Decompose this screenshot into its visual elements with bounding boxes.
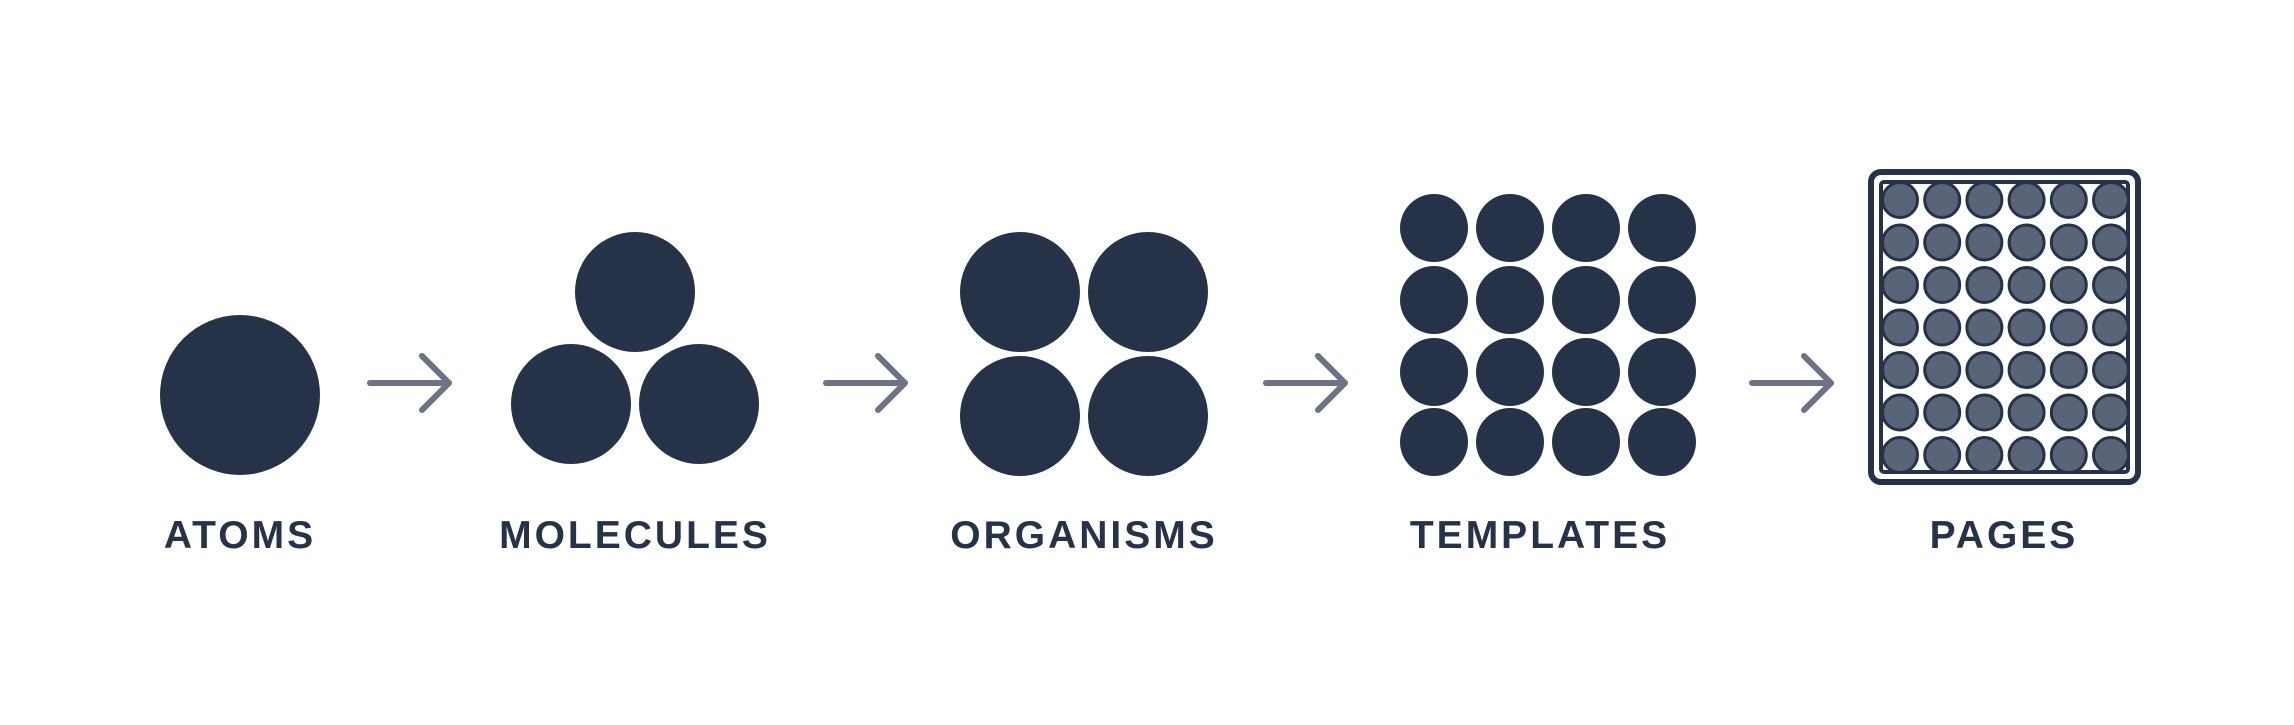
page-circle [2007, 393, 2046, 432]
template-circle [1628, 408, 1696, 476]
template-circle [1628, 266, 1696, 334]
page-circle [1965, 393, 2004, 432]
organism-circle [1088, 356, 1208, 476]
organism-circle [1088, 232, 1208, 352]
templates-illustration [1400, 194, 1696, 476]
arrow-right-icon [823, 353, 908, 413]
template-circle [1400, 194, 1468, 262]
page-circle [2092, 181, 2130, 219]
template-circle [1476, 408, 1544, 476]
template-circle [1476, 338, 1544, 406]
page-circle [1965, 181, 2004, 219]
page-circle [2007, 351, 2046, 389]
organisms-illustration [960, 232, 1208, 476]
page-circle [1923, 351, 1962, 389]
template-circle [1400, 266, 1468, 334]
stage-label-molecules: MOLECULES [499, 514, 771, 557]
molecule-circle-right [639, 344, 759, 464]
page-circle [1923, 308, 1962, 347]
page-circle [2049, 351, 2088, 389]
page-circle [2092, 393, 2130, 432]
stage-label-atoms: ATOMS [163, 514, 317, 557]
template-circle [1628, 194, 1696, 262]
page-circle [1965, 308, 2004, 347]
stage-label-templates: TEMPLATES [1409, 514, 1671, 557]
page-circle [1881, 308, 1919, 347]
page-circle [1881, 181, 1919, 219]
page-circle [1923, 436, 1962, 474]
template-circle [1552, 194, 1620, 262]
arrow-right-icon [1749, 353, 1834, 413]
template-circle [1628, 338, 1696, 406]
stage-label-organisms: ORGANISMS [950, 514, 1218, 557]
page-circle [1965, 266, 2004, 304]
page-circle [2007, 308, 2046, 347]
template-circle [1552, 266, 1620, 334]
arrow-right-icon [1263, 353, 1348, 413]
template-circle [1400, 338, 1468, 406]
page-circle [2092, 436, 2130, 474]
page-circle [1881, 436, 1919, 474]
page-circle [1923, 266, 1962, 304]
page-circle [1965, 351, 2004, 389]
page-circle [2092, 308, 2130, 347]
page-circle [2049, 393, 2088, 432]
page-circle [2007, 266, 2046, 304]
template-circle [1400, 408, 1468, 476]
page-circle [2007, 436, 2046, 474]
atom-circle [160, 315, 320, 475]
page-circle [2092, 266, 2130, 304]
page-circle [1881, 393, 1919, 432]
page-circle [2007, 223, 2046, 262]
molecule-circle-left [511, 344, 631, 464]
page-circle [1923, 393, 1962, 432]
molecules-illustration [511, 232, 759, 464]
template-circle [1552, 338, 1620, 406]
organism-circle [960, 232, 1080, 352]
page-circle [2092, 223, 2130, 262]
page-circle [2049, 223, 2088, 262]
stage-label-pages: PAGES [1929, 514, 2079, 557]
template-circle [1476, 266, 1544, 334]
page-circle [1965, 436, 2004, 474]
page-circle [1881, 266, 1919, 304]
page-circle [1923, 181, 1962, 219]
page-content-grid [1881, 181, 2130, 474]
page-circle [2049, 266, 2088, 304]
pages-illustration [1868, 169, 2141, 485]
page-circle [1923, 223, 1962, 262]
page-circle [2049, 308, 2088, 347]
page-circle [1881, 351, 1919, 389]
page-circle [2007, 181, 2046, 219]
template-circle [1476, 194, 1544, 262]
page-circle [2049, 181, 2088, 219]
organism-circle [960, 356, 1080, 476]
page-circle [2049, 436, 2088, 474]
page-circle [1965, 223, 2004, 262]
page-circle [1881, 223, 1919, 262]
molecule-circle-top [575, 232, 695, 352]
arrow-right-icon [367, 353, 452, 413]
page-circle [2092, 351, 2130, 389]
template-circle [1552, 408, 1620, 476]
atoms-illustration [160, 315, 320, 475]
